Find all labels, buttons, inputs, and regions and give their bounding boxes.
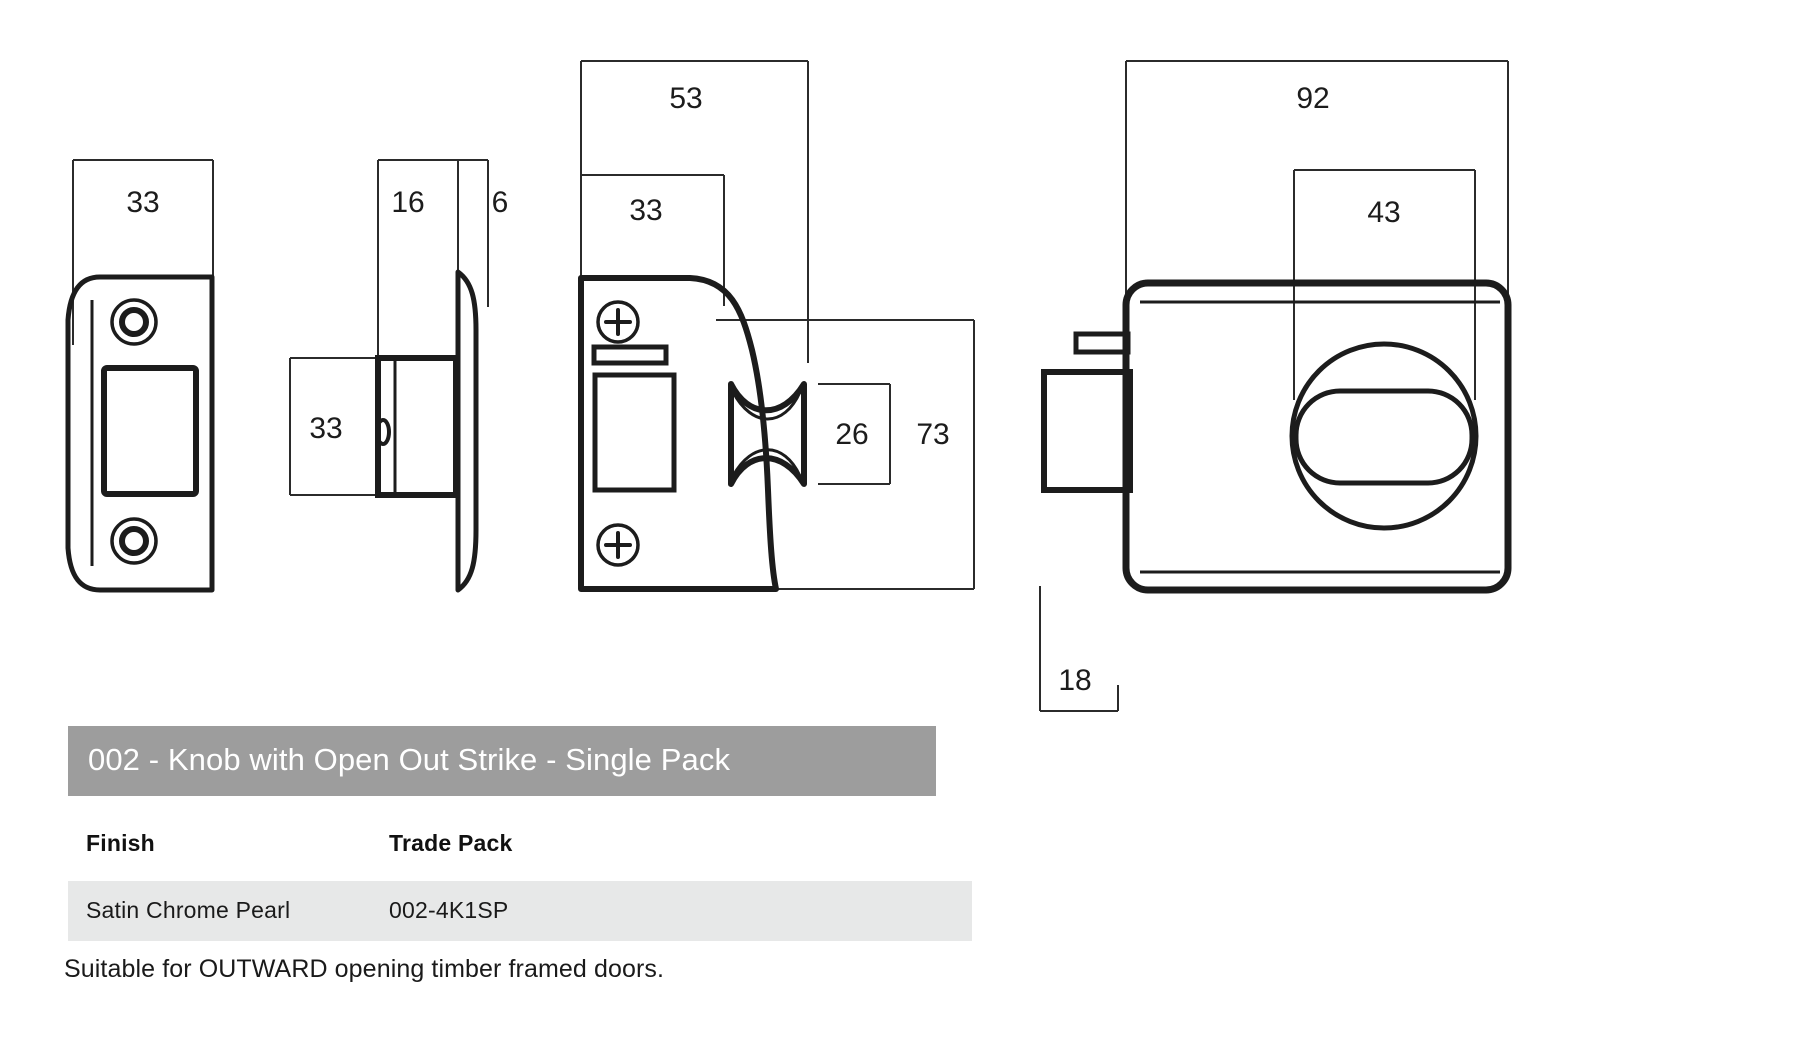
dimension-label-18: 18 — [1058, 664, 1091, 697]
dimension-18-latch-offset — [1039, 586, 1119, 712]
dimension-label-33-strike-height: 33 — [309, 412, 342, 445]
product-title: 002 - Knob with Open Out Strike - Single… — [88, 741, 731, 777]
product-info-block: 002 - Knob with Open Out Strike - Single… — [68, 726, 972, 941]
spec-table-header-row: Finish Trade Pack — [68, 830, 972, 881]
knob-side-screw-top — [596, 300, 640, 344]
dimension-label-33-strike-width: 33 — [126, 186, 159, 219]
view-knob-side: 53 33 73 — [578, 60, 975, 592]
strike-plate-screw-hole-bottom — [110, 517, 158, 565]
product-footnote: Suitable for OUTWARD opening timber fram… — [64, 955, 665, 983]
strike-plate-screw-hole-top — [110, 298, 158, 346]
drawing-area: 33 — [65, 60, 1512, 712]
view-strike-plate: 33 — [65, 159, 215, 593]
dimension-33-strike-width — [72, 159, 214, 345]
dimension-label-33-body-depth: 33 — [629, 194, 662, 227]
technical-drawings-svg: 33 — [65, 60, 1512, 712]
dimension-label-92: 92 — [1296, 82, 1329, 115]
knob-side-cover-plate — [592, 372, 677, 493]
knob-side-screw-bottom — [596, 523, 640, 567]
dimension-6-plate-thickness — [458, 159, 489, 307]
knob-side-latch-slot — [591, 344, 669, 366]
dimension-label-43: 43 — [1367, 196, 1400, 229]
product-title-bar: 002 - Knob with Open Out Strike - Single… — [68, 726, 936, 796]
knob-side-hourglass-knob — [728, 381, 807, 487]
knob-side-knob-top-shade — [731, 391, 802, 421]
lock-body-latch-tongue — [1073, 331, 1131, 355]
column-header-trade-pack: Trade Pack — [389, 830, 513, 856]
thumbturn-knob-grip — [1293, 388, 1475, 486]
column-header-finish: Finish — [86, 830, 155, 856]
cell-finish: Satin Chrome Pearl — [68, 881, 371, 941]
strike-box-hole — [375, 418, 391, 446]
spec-table: Finish Trade Pack Satin Chrome Pearl 002… — [68, 830, 972, 941]
table-row: Satin Chrome Pearl 002-4K1SP — [68, 881, 972, 941]
cell-trade-pack: 002-4K1SP — [371, 881, 972, 941]
view-strike-plate-side: 16 6 33 — [289, 159, 509, 593]
strike-plate-outline — [65, 274, 215, 593]
thumbturn-knob-outer — [1289, 341, 1479, 531]
dimension-label-16: 16 — [391, 186, 424, 219]
dimension-label-6: 6 — [492, 186, 509, 219]
dimension-26-knob-height — [818, 383, 891, 485]
lock-body-outline — [1122, 279, 1512, 594]
dimension-label-53: 53 — [669, 82, 702, 115]
view-lock-body: 92 43 18 — [1039, 60, 1512, 712]
strike-plate-aperture — [101, 365, 199, 497]
dimension-92-body-width — [1125, 60, 1509, 307]
dimension-label-73: 73 — [916, 418, 949, 451]
knob-side-body-outline — [578, 275, 779, 592]
strike-plate-side-profile — [455, 269, 479, 593]
lock-body-latch-bolt — [1041, 369, 1133, 493]
dimension-label-26: 26 — [835, 418, 868, 451]
knob-side-knob-bottom-shade — [731, 448, 802, 477]
